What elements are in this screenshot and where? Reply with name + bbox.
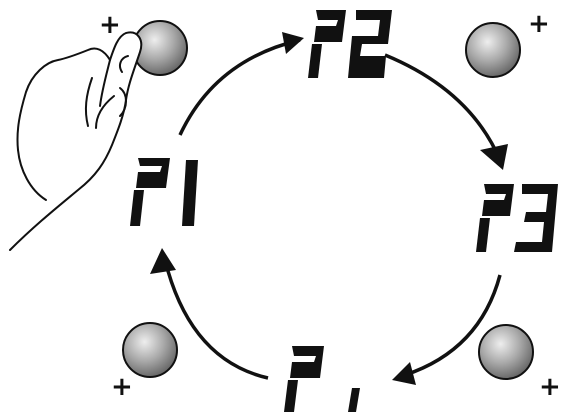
arrow-p2-to-p3 bbox=[384, 53, 502, 161]
mode-label-p3 bbox=[476, 184, 558, 252]
arrowhead-p4-to-p1 bbox=[150, 248, 176, 274]
pressing-hand-icon bbox=[9, 31, 143, 251]
arrowhead-p2-to-p3 bbox=[480, 144, 508, 170]
plus-button-top-left[interactable]: + bbox=[99, 10, 188, 76]
plus-button-bottom-left[interactable]: + bbox=[111, 322, 178, 402]
mode-label-p4 bbox=[284, 346, 360, 412]
plus-button-bottom-right[interactable]: + bbox=[478, 324, 561, 402]
mode-label-p2 bbox=[308, 10, 392, 78]
arrow-p1-to-p2 bbox=[178, 38, 301, 136]
plus-icon: + bbox=[539, 372, 561, 402]
plus-icon: + bbox=[111, 372, 133, 402]
round-button-icon bbox=[478, 324, 534, 380]
cycle-arrows bbox=[150, 32, 508, 385]
plus-icon: + bbox=[99, 10, 121, 40]
plus-icon: + bbox=[528, 9, 550, 39]
arrowhead-p3-to-p4 bbox=[392, 362, 416, 385]
mode-label-p1 bbox=[130, 158, 198, 226]
arrow-p4-to-p1 bbox=[163, 259, 269, 380]
plus-button-top-right[interactable]: + bbox=[465, 9, 550, 78]
arrowhead-p1-to-p2 bbox=[282, 32, 304, 54]
round-button-icon bbox=[122, 322, 178, 378]
arrow-p3-to-p4 bbox=[404, 274, 502, 377]
round-button-icon bbox=[465, 22, 521, 78]
